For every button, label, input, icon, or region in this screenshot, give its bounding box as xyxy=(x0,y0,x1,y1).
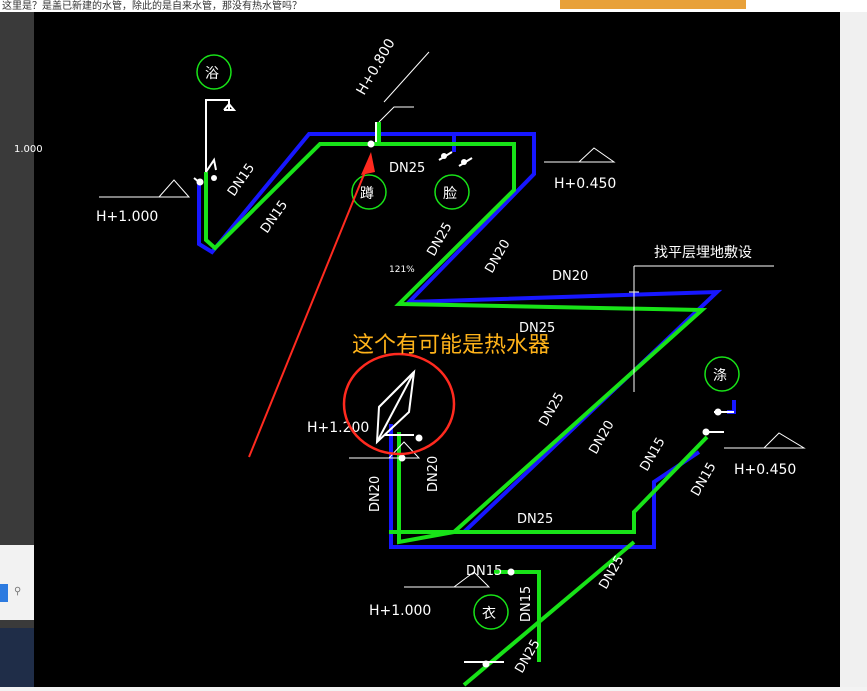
fixture-squat-label: 蹲 xyxy=(360,186,374,202)
pipe-label: DN25 xyxy=(519,321,555,336)
pipe-label: DN25 xyxy=(596,553,627,592)
zoom-indicator: 121% xyxy=(389,265,415,275)
fixture-laundry-label: 衣 xyxy=(482,606,496,622)
pipe-label: DN15 xyxy=(688,460,719,499)
fixture-face-label: 脸 xyxy=(443,186,457,202)
left-white-card xyxy=(0,545,34,620)
elevation-left: H+1.000 xyxy=(96,209,158,225)
pipe-label: DN20 xyxy=(552,269,588,284)
pipe-label: DN15 xyxy=(258,198,291,236)
pipe-label: DN15 xyxy=(225,161,258,199)
cold-pipe-bath xyxy=(197,132,379,255)
pipe-label: DN20 xyxy=(368,476,383,512)
elevation-mop: H+0.450 xyxy=(734,462,796,478)
annotation-arrowhead xyxy=(361,152,375,175)
top-question-text: 这里是？是盖已新建的水管，除此的是自来水管，那没有热水管吗？ xyxy=(2,1,302,12)
pipe-label: DN25 xyxy=(389,161,425,176)
fixture-bath-label: 浴 xyxy=(205,66,219,82)
hot-pipe-bath xyxy=(204,142,369,251)
elevation-bottom: H+1.000 xyxy=(369,603,431,619)
top-strip: 这里是？是盖已新建的水管，除此的是自来水管，那没有热水管吗？ xyxy=(0,0,867,12)
annotation-circle xyxy=(342,352,456,456)
right-side-panel xyxy=(840,12,867,687)
fixture-details xyxy=(193,99,734,663)
pipe-label: DN15 xyxy=(466,564,502,579)
elevation-heater: H+1.200 xyxy=(307,420,369,436)
pipe-label: DN20 xyxy=(426,456,441,492)
fixture-circles xyxy=(196,54,740,630)
left-edge-label: 1.000 xyxy=(14,144,43,155)
annotation-group xyxy=(248,152,456,458)
elevation-markers xyxy=(99,51,806,588)
pipe-label: DN15 xyxy=(519,586,534,622)
user-icon: ⚲ xyxy=(14,586,22,597)
annotation-text: 这个有可能是热水器 xyxy=(352,333,550,358)
cold-pipe-lower xyxy=(389,424,701,549)
cad-canvas[interactable]: 1.000 xyxy=(14,12,840,687)
installation-note: 找平层埋地敷设 xyxy=(654,245,752,261)
fixture-mop-label: 涤 xyxy=(713,368,727,384)
left-dark-footer xyxy=(0,628,34,687)
orange-banner[interactable] xyxy=(560,0,746,9)
pipe-label: DN25 xyxy=(536,390,567,429)
hot-pipe-main xyxy=(379,142,708,545)
elevation-right: H+0.450 xyxy=(554,176,616,192)
annotation-arrow-line xyxy=(248,166,368,458)
pipe-label: DN25 xyxy=(517,512,553,527)
elevation-top: H+0.800 xyxy=(354,36,399,98)
left-blue-button[interactable] xyxy=(0,584,8,602)
cad-drawing: 1.000 xyxy=(14,36,806,687)
pipe-label: DN20 xyxy=(482,237,513,276)
pipe-label: DN20 xyxy=(586,418,617,457)
pipe-label: DN15 xyxy=(637,435,668,474)
valve-dots xyxy=(196,140,722,668)
